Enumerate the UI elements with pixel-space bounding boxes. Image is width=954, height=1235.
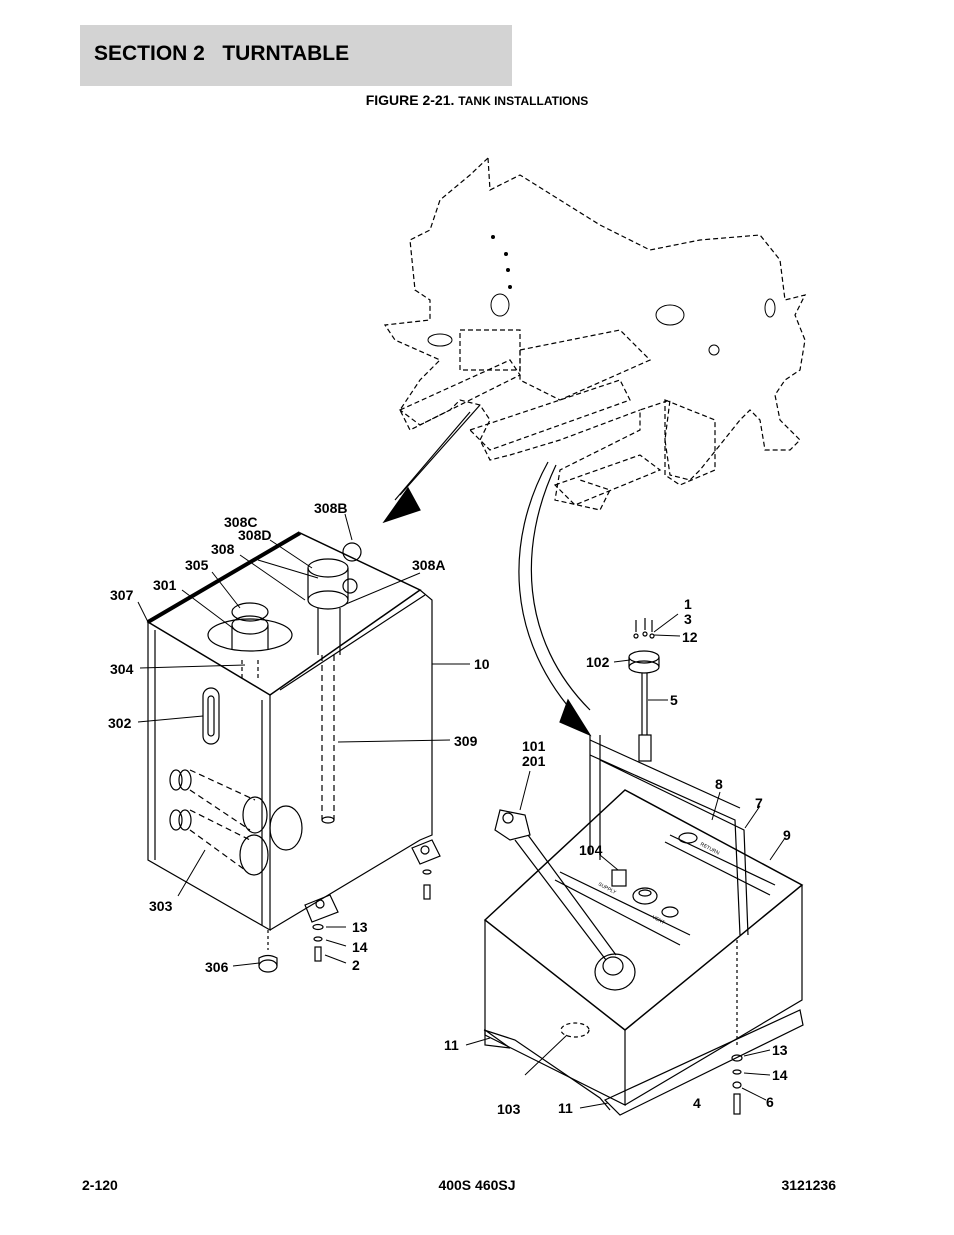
callout-14-left: 14 [352, 939, 368, 955]
callout-307: 307 [110, 587, 134, 603]
callout-11-lower: 11 [558, 1100, 573, 1116]
marking-supply: SUPPLY [597, 881, 617, 896]
callout-7: 7 [755, 795, 763, 811]
page-number: 2-120 [82, 1177, 118, 1193]
section-title: SECTION 2 TURNTABLE [94, 42, 350, 65]
callout-306: 306 [205, 959, 229, 975]
callout-101: 101 [522, 738, 546, 754]
sight-gauge [202, 687, 220, 745]
callout-104: 104 [579, 842, 603, 858]
strap-hardware [731, 940, 743, 1115]
callout-102: 102 [586, 654, 610, 670]
callout-308A: 308A [412, 557, 445, 573]
marking-vent: VENT [651, 914, 666, 926]
model-name: 400S 460SJ [438, 1177, 516, 1193]
callout-1: 1 [684, 596, 692, 612]
callout-labels: 308B 308C 308D 308 305 301 307 308A 304 … [108, 500, 791, 1117]
callout-308C: 308C [224, 514, 257, 530]
callout-9: 9 [783, 827, 791, 843]
filler-breather [207, 602, 293, 678]
callout-12: 12 [682, 629, 698, 645]
figure-caption: FIGURE 2-21. TANK INSTALLATIONS [0, 92, 954, 108]
callout-3: 3 [684, 611, 692, 627]
callout-302: 302 [108, 715, 132, 731]
callout-11-upper: 11 [444, 1037, 459, 1053]
turntable-frame [383, 157, 807, 511]
callout-301: 301 [153, 577, 177, 593]
tank-mounting-hardware [258, 839, 441, 973]
callout-14-right: 14 [772, 1067, 788, 1083]
callout-6: 6 [766, 1094, 774, 1110]
callout-13-right: 13 [772, 1042, 788, 1058]
tank-markings: RETURN SUPPLY VENT [597, 841, 721, 926]
fuel-filler-tube [494, 809, 617, 961]
callout-305: 305 [185, 557, 209, 573]
leader-lines [137, 513, 786, 1109]
callout-4: 4 [693, 1095, 701, 1111]
callout-5: 5 [670, 692, 678, 708]
callout-308B: 308B [314, 500, 347, 516]
callout-304: 304 [110, 661, 134, 677]
suction-strainers [169, 769, 303, 876]
callout-13-left: 13 [352, 919, 368, 935]
callout-309: 309 [454, 733, 478, 749]
callout-201: 201 [522, 753, 546, 769]
figure-number: FIGURE 2-21. [365, 92, 455, 108]
callout-103: 103 [497, 1101, 521, 1117]
fuel-tank [483, 735, 804, 1116]
arrow-to-fuel-tank [518, 461, 592, 737]
fuel-sender [628, 618, 660, 762]
document-number: 3121236 [781, 1177, 836, 1193]
callout-308D: 308D [238, 527, 271, 543]
callout-10: 10 [474, 656, 490, 672]
section-header: SECTION 2 TURNTABLE [80, 25, 512, 86]
return-filter [307, 542, 362, 824]
arrow-to-hydraulic-tank [382, 404, 481, 524]
hydraulic-tank [146, 531, 433, 932]
callout-303: 303 [149, 898, 173, 914]
callout-308: 308 [211, 541, 235, 557]
callout-2: 2 [352, 957, 360, 973]
figure-title: TANK INSTALLATIONS [458, 94, 589, 108]
callout-8: 8 [715, 776, 723, 792]
